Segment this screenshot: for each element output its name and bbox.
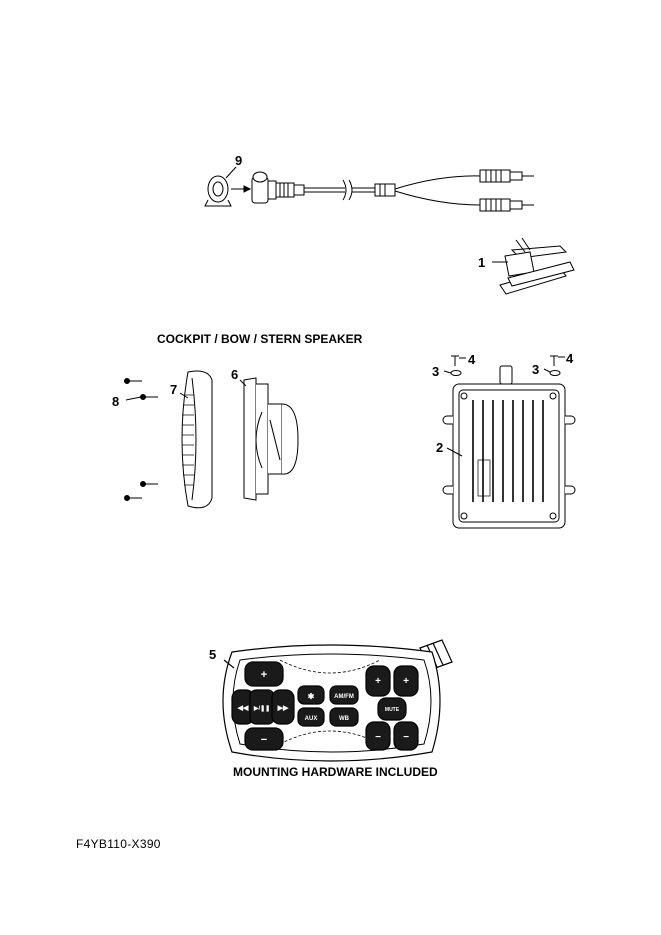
washer-icon xyxy=(450,370,462,376)
screw-icon xyxy=(124,378,142,384)
aux-label: AUX xyxy=(305,716,318,722)
volume-down-label: − xyxy=(261,734,267,746)
zone2-down-label: − xyxy=(403,732,409,743)
callout-7: 7 xyxy=(170,382,177,397)
callout-5: 5 xyxy=(209,647,216,662)
zone1-up-label: + xyxy=(375,676,381,687)
screw-icon xyxy=(140,481,158,487)
amplifier xyxy=(442,365,576,529)
callout-8: 8 xyxy=(112,394,119,409)
aux-input-cable-assembly xyxy=(204,166,534,212)
previous-track-label: ◀◀ xyxy=(237,705,249,712)
callout-2: 2 xyxy=(436,440,443,455)
screw-icon xyxy=(451,355,459,366)
remote-hardware-caption: MOUNTING HARDWARE INCLUDED xyxy=(233,765,438,779)
wb-label: WB xyxy=(339,716,350,722)
remote-left-dpad xyxy=(231,661,295,751)
speaker-section-caption: COCKPIT / BOW / STERN SPEAKER xyxy=(157,332,363,346)
screw-icon xyxy=(550,355,558,366)
callout-4a: 4 xyxy=(468,352,476,367)
screw-icon xyxy=(140,394,158,400)
speaker-screws xyxy=(124,378,158,501)
amplifier-fasteners xyxy=(443,355,565,376)
play-pause-label: ▶/❚❚ xyxy=(253,705,270,712)
wired-remote-control xyxy=(222,639,453,762)
volume-up-label: + xyxy=(261,669,267,681)
rca-plug-lower xyxy=(479,198,534,212)
drawing-code: F4YB110-X390 xyxy=(76,837,161,851)
remote-right-dpad xyxy=(365,665,419,751)
am-fm-label: AM/FM xyxy=(334,694,354,700)
callout-1: 1 xyxy=(478,255,485,270)
callout-3a: 3 xyxy=(432,364,439,379)
remote-button-labels: + ◀◀ ▶/❚❚ ▶▶ − ✱ AM/FM AUX WB + + MUTE −… xyxy=(237,669,409,746)
zone2-up-label: + xyxy=(403,676,409,687)
next-track-label: ▶▶ xyxy=(277,705,289,712)
callout-6: 6 xyxy=(231,367,238,382)
rca-plug-upper xyxy=(479,169,534,183)
bluetooth-label: ✱ xyxy=(308,692,315,701)
mute-label: MUTE xyxy=(385,707,400,713)
speaker xyxy=(239,377,299,501)
callout-9: 9 xyxy=(235,153,242,168)
speaker-grille xyxy=(179,370,213,509)
washer-icon xyxy=(549,370,561,376)
callout-4b: 4 xyxy=(566,351,574,366)
screw-icon xyxy=(124,495,142,501)
callout-3b: 3 xyxy=(532,362,539,377)
wiring-harness-connector xyxy=(492,237,575,295)
remote-center-buttons xyxy=(297,685,359,727)
zone1-down-label: − xyxy=(375,732,381,743)
